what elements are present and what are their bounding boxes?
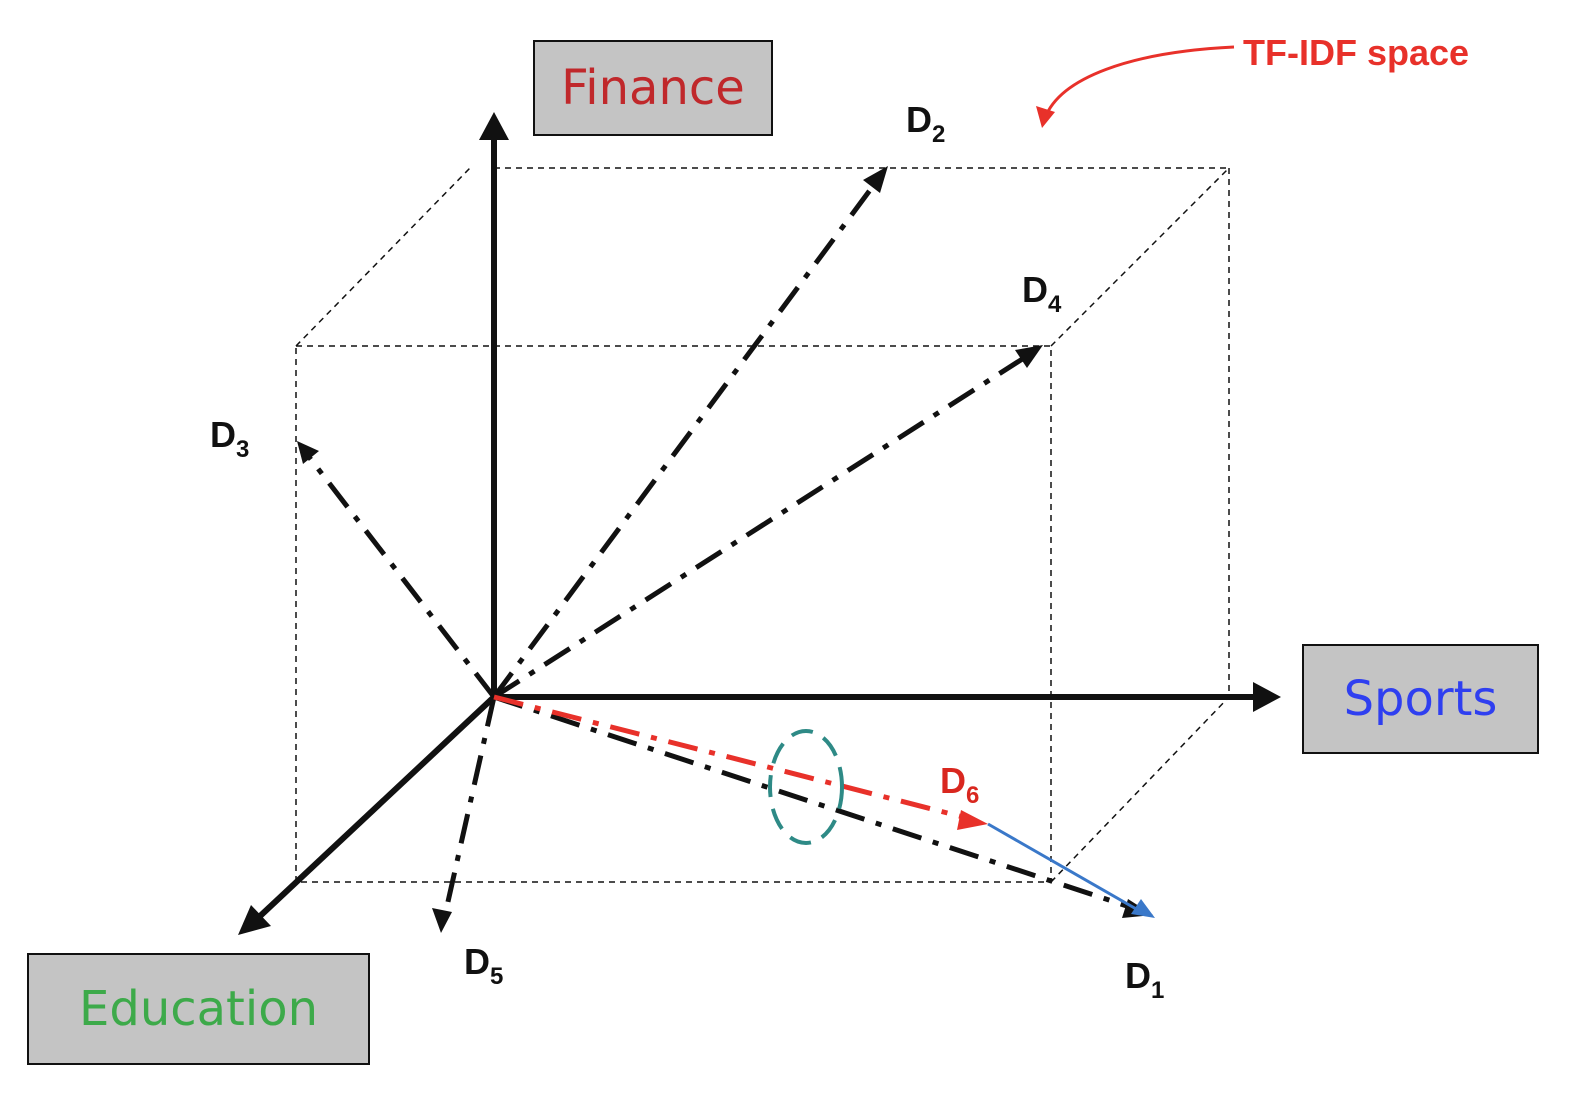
doc-label-d4: D4	[1022, 269, 1061, 317]
vector-d6-arrowhead	[957, 810, 988, 830]
doc-label-d5: D5	[464, 941, 503, 989]
vector-d1	[493, 694, 1134, 911]
cube-bottom-right-edge	[1050, 696, 1230, 883]
vector-d3	[307, 455, 496, 699]
finance-axis-arrowhead	[479, 112, 509, 140]
curved-arrow-head	[1036, 106, 1055, 128]
education-axis	[255, 694, 497, 921]
vector-d5	[442, 696, 497, 916]
bounding-cube	[295, 167, 1230, 883]
doc-label-d3: D3	[210, 414, 249, 462]
education-label-text: Education	[79, 981, 318, 1037]
doc-label-d6: D6	[940, 760, 979, 808]
doc-letter: D	[210, 414, 236, 455]
doc-index: 4	[1048, 291, 1062, 318]
dashed-ellipse-icon	[768, 729, 844, 845]
difference-vector-arrowhead	[1131, 899, 1155, 918]
difference-vector	[987, 822, 1139, 912]
doc-letter: D	[940, 760, 966, 801]
sports-axis-arrowhead	[1253, 682, 1281, 712]
vector-d4-arrowhead	[1015, 345, 1043, 368]
doc-label-d2: D2	[906, 99, 945, 147]
cube-front-face	[295, 345, 1052, 883]
doc-index: 6	[966, 782, 980, 809]
cube-top-left-edge	[295, 167, 471, 347]
curved-arrow-icon	[1043, 45, 1235, 119]
sports-label-text: Sports	[1343, 671, 1498, 727]
doc-letter: D	[1022, 269, 1048, 310]
vector-d5-arrowhead	[432, 908, 452, 933]
doc-letter: D	[464, 941, 490, 982]
finance-axis-label: Finance	[533, 40, 773, 136]
vector-d2	[491, 180, 879, 699]
sports-axis-label: Sports	[1302, 644, 1539, 754]
finance-label-text: Finance	[561, 60, 745, 116]
doc-label-d1: D1	[1125, 955, 1164, 1003]
cube-top-right-edge	[1050, 167, 1230, 347]
doc-letter: D	[906, 99, 932, 140]
vector-d4	[492, 353, 1029, 700]
vector-d2-arrowhead	[863, 166, 888, 193]
doc-index: 5	[490, 963, 504, 990]
doc-index: 1	[1151, 977, 1165, 1004]
vector-d3-arrowhead	[297, 441, 319, 464]
space-label: TF-IDF space	[1243, 32, 1470, 73]
education-axis-label: Education	[27, 953, 370, 1065]
vector-d6	[493, 694, 968, 821]
education-axis-arrowhead	[238, 905, 271, 935]
doc-index: 3	[236, 436, 250, 463]
doc-letter: D	[1125, 955, 1151, 996]
axes	[238, 112, 1281, 935]
doc-index: 2	[932, 121, 946, 148]
